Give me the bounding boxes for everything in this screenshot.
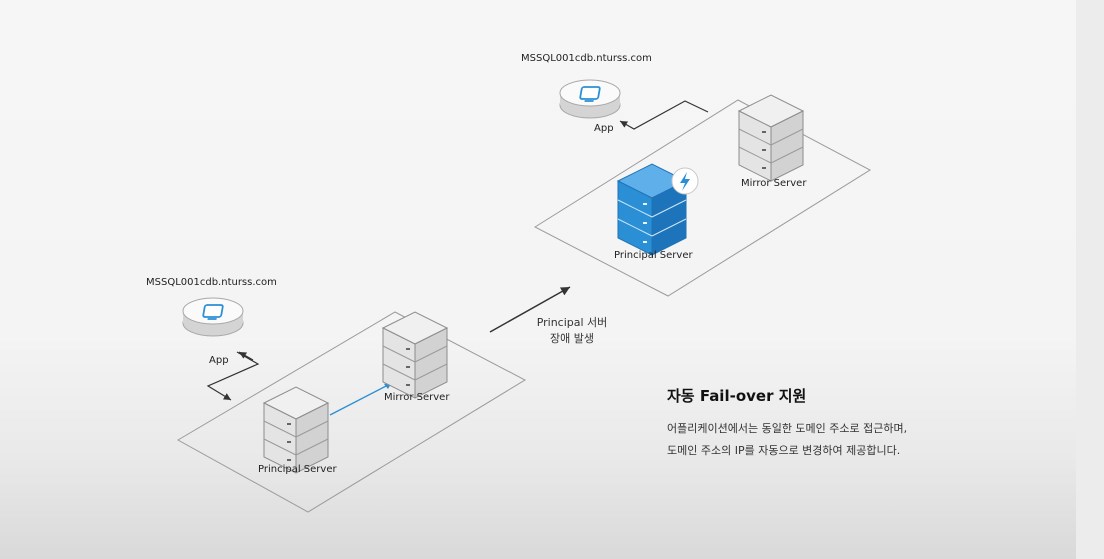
info-desc-line1: 어플리케이션에서는 동일한 도메인 주소로 접근하며, (667, 422, 908, 435)
left-principal-label: Principal Server (258, 464, 337, 475)
failover-caption-line2: 장애 발생 (550, 332, 594, 345)
left-platform (176, 311, 527, 513)
left-domain-label: MSSQL001cdb.nturss.com (146, 277, 277, 288)
right-edge-band (1076, 0, 1104, 559)
right-principal-label: Principal Server (614, 250, 693, 261)
info-title: 자동 Fail-over 지원 (667, 387, 807, 405)
failover-caption-line1: Principal 서버 (536, 316, 608, 329)
right-mirror-label: Mirror Server (741, 178, 807, 189)
left-app-connector (206, 351, 260, 401)
lightning-icon (671, 167, 699, 195)
mirroring-link (329, 384, 389, 416)
right-app-connector (619, 100, 709, 130)
failover-caption: Principal 서버 장애 발생 (527, 315, 617, 347)
right-app-icon (559, 79, 621, 119)
right-domain-label: MSSQL001cdb.nturss.com (521, 53, 652, 64)
slide-background (0, 0, 1076, 559)
right-platform (533, 99, 872, 297)
right-mirror-server-icon (738, 94, 804, 182)
left-mirror-label: Mirror Server (384, 392, 450, 403)
left-app-connector-head (238, 351, 254, 361)
info-desc-line2: 도메인 주소의 IP를 자동으로 변경하여 제공합니다. (667, 444, 901, 457)
left-app-icon (182, 297, 244, 337)
left-mirror-server-icon (382, 311, 448, 399)
failover-arrow (489, 286, 571, 333)
info-description: 어플리케이션에서는 동일한 도메인 주소로 접근하며, 도메인 주소의 IP를 … (667, 418, 907, 462)
left-principal-server-icon (263, 386, 329, 474)
right-app-label: App (594, 123, 614, 134)
left-app-label: App (209, 355, 229, 366)
